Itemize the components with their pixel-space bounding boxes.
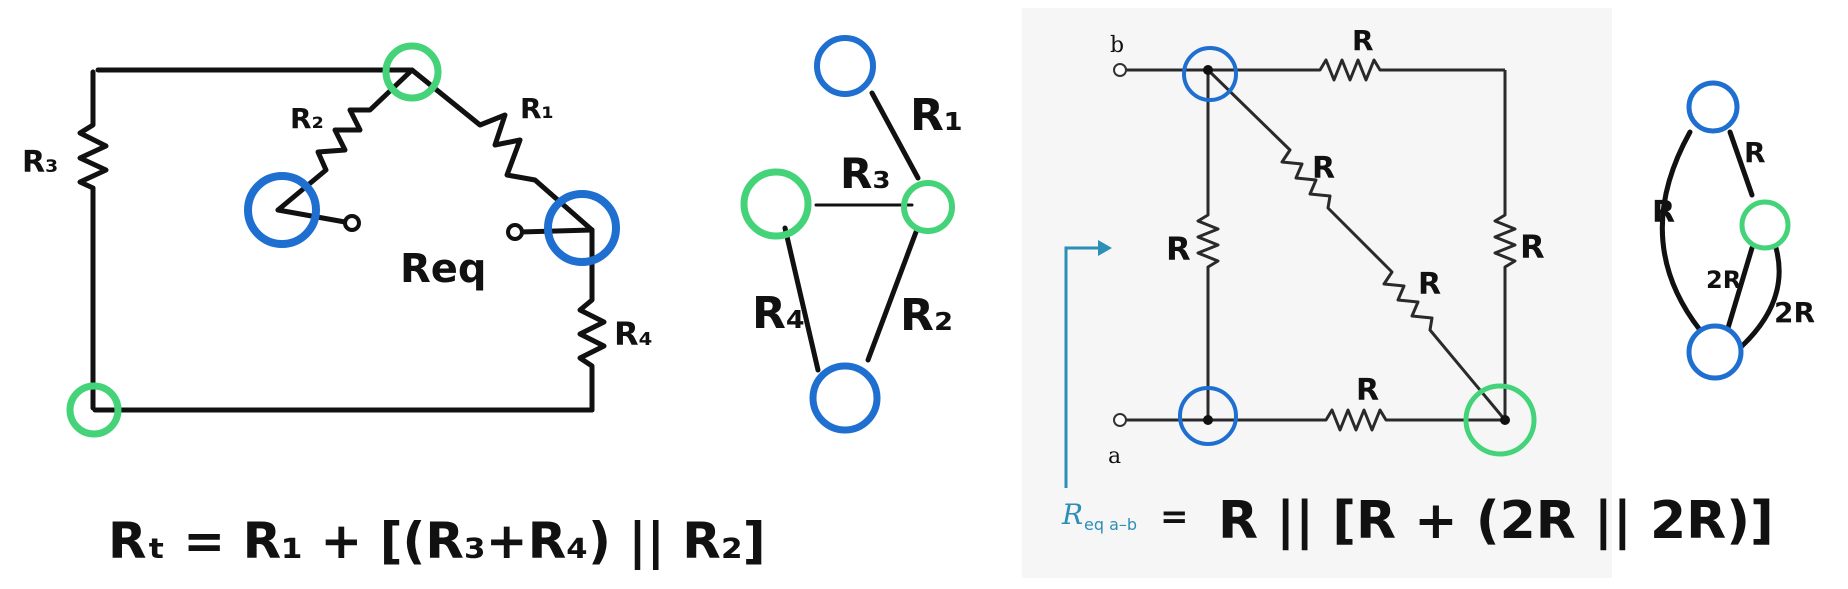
right-graph <box>1659 129 1782 349</box>
label-r2-left: R₂ <box>290 102 324 135</box>
terminal-left <box>343 214 361 232</box>
req-label: R <box>1061 498 1083 531</box>
node-blue-right <box>544 190 620 266</box>
resistor-r1-branch <box>409 67 595 233</box>
rc-bottom-wire <box>1126 408 1505 432</box>
rg-node-blue-bottom <box>1686 323 1744 381</box>
rc-label-b: b <box>1110 33 1124 58</box>
graph-node-blue-top <box>814 35 876 97</box>
textbook-figure-panel <box>1022 8 1612 578</box>
edge-r4 <box>782 225 821 373</box>
rc-node-green-right <box>1463 383 1537 457</box>
rc-label-r-bottom: R <box>1356 373 1379 408</box>
rc-label-r-diag-upper: R <box>1312 151 1335 186</box>
rc-label-r-diag-lower: R <box>1418 267 1441 302</box>
left-circuit <box>77 67 607 413</box>
rc-label-a: a <box>1108 444 1121 469</box>
rc-dot-bottom <box>1203 415 1213 425</box>
rg-node-blue-top <box>1686 80 1740 134</box>
rg-edge-outer-right <box>1739 245 1782 349</box>
req-arrow-head <box>1098 240 1112 256</box>
node-blue-left <box>244 172 320 248</box>
rc-left-wire <box>1196 70 1220 420</box>
node-green-bottom <box>66 382 122 438</box>
graph-label-r3: R₃ <box>840 149 891 198</box>
equation-right-eq: = <box>1160 497 1189 537</box>
rc-dot-top <box>1203 65 1213 75</box>
terminal-lead-right <box>517 227 595 235</box>
req-subscript: eq a–b <box>1084 515 1137 534</box>
wire-left <box>77 69 109 411</box>
graph-node-blue-bottom <box>809 362 881 434</box>
wire-right <box>577 227 607 413</box>
rc-diagonal <box>1206 68 1507 421</box>
rg-label-left: R <box>1652 195 1675 230</box>
graph-node-green-right <box>901 180 955 234</box>
edge-r2 <box>865 229 919 363</box>
rg-edge-top-right <box>1727 129 1755 198</box>
node-green-top <box>382 42 442 102</box>
graph-label-r2: R₂ <box>900 290 953 341</box>
rg-label-inner: 2R <box>1706 266 1741 294</box>
rg-node-green <box>1739 199 1791 251</box>
left-graph <box>782 90 921 373</box>
resistor-r2-branch <box>275 67 415 213</box>
label-r4: R₄ <box>614 315 653 353</box>
graph-node-green-left <box>740 168 812 240</box>
rc-node-blue-bottom <box>1178 386 1238 446</box>
rc-label-r-left: R <box>1166 230 1191 268</box>
edge-r1 <box>869 90 921 181</box>
rc-terminal-a <box>1113 413 1127 427</box>
equation-right: R || [R + (2R || 2R)] <box>1218 491 1774 551</box>
req-arrow-line <box>1064 246 1098 488</box>
right-circuit <box>1126 58 1517 432</box>
rc-node-blue-top <box>1182 46 1238 102</box>
label-req: Req <box>400 246 487 292</box>
terminal-right <box>506 223 524 241</box>
rg-edge-inner <box>1725 245 1755 331</box>
rc-terminal-b <box>1113 63 1127 77</box>
rc-right-wire <box>1493 70 1517 420</box>
rc-label-r-top: R <box>1352 24 1374 57</box>
graph-label-r4: R₄ <box>752 288 805 339</box>
label-r1-top: R₁ <box>520 92 554 125</box>
rg-edge-outer-left <box>1659 129 1703 333</box>
graph-label-r1: R₁ <box>910 90 963 141</box>
label-r3: R₃ <box>22 145 58 180</box>
rc-top-wire <box>1126 58 1505 82</box>
rc-label-r-right: R <box>1520 228 1545 266</box>
rc-dot-right <box>1500 415 1510 425</box>
rg-label-outer: 2R <box>1774 296 1815 329</box>
equation-left: Rₜ = R₁ + [(R₃+R₄) || R₂] <box>108 512 766 570</box>
rg-label-top-right: R <box>1744 136 1766 169</box>
